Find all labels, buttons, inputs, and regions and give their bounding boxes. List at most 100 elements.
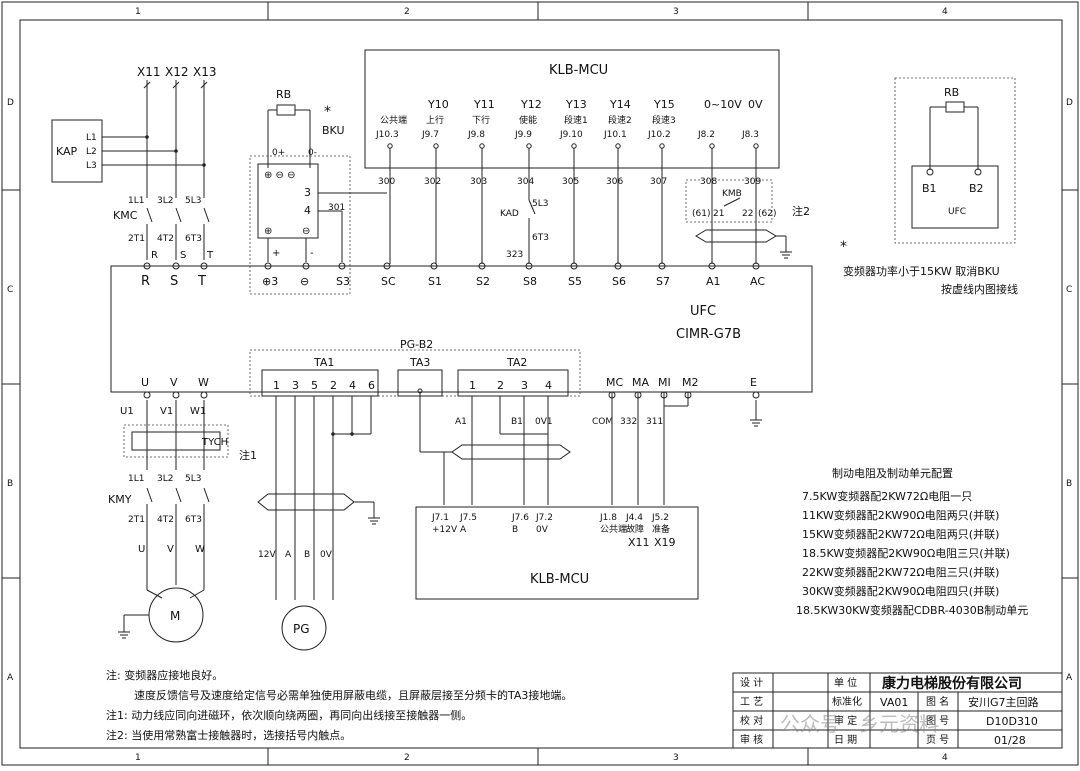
mcu-bottom-pin: J7.1 [431, 513, 449, 523]
pg-b2-wiring: PG 12V A B 0V A1 B1 0V1 COM 332 311 [257, 392, 762, 651]
mcu-top-signal: Y14 [609, 98, 631, 111]
mcu-top: KLB-MCU [364, 49, 780, 169]
ta2-pin: 4 [545, 379, 552, 392]
motor-out-label: V1 [160, 406, 173, 417]
kmb-relay: KMB (61) 21 22 (62) 注2 [685, 179, 810, 259]
mcu-top-terminal [615, 143, 621, 149]
brake-config: 制动电阻及制动单元配置 7.5KW变频器配2KW72Ω电阻一只 11KW变频器配… [796, 467, 1028, 617]
inverter-top-terminal [383, 262, 391, 270]
bku-t4: 4 [304, 204, 311, 217]
tb-rev-label: 审 定 [834, 714, 857, 727]
bku-plus: + [272, 248, 280, 259]
mcu-top-desc: 段速2 [608, 114, 632, 126]
mcu-bottom-terminals: J7.1+12VJ7.5AJ7.6BJ7.20VJ1.8公共端J4.4故障X11… [431, 513, 676, 549]
mcu-top-terminal [753, 143, 759, 149]
mcu-top-pin: J10.1 [603, 130, 627, 140]
pg-wire-label: 0V [320, 550, 333, 560]
ta3-label: TA3 [409, 356, 430, 369]
inverter-top-terminal [302, 262, 310, 270]
mcu-top-pin: J9.10 [559, 130, 583, 140]
kmb-p22: 22 [742, 209, 753, 219]
tb-no-label: 图 号 [926, 715, 949, 727]
mcu-top-pin: J10.2 [647, 130, 671, 140]
mcu-top-pin: J8.2 [697, 130, 715, 140]
kmb-label: KMB [722, 189, 742, 199]
tych-zone [123, 424, 229, 458]
note-1-marker: 注1 [239, 448, 257, 462]
mcu-top-signal: 0V [748, 98, 763, 111]
kmy-top-label: 1L1 [128, 474, 144, 484]
mcu-bottom-box [415, 506, 699, 600]
ta1-pin: 3 [292, 379, 299, 392]
mcu-top-desc: 段速3 [652, 114, 676, 126]
kmc-bot-label: 2T1 [128, 234, 145, 244]
bku-box [257, 163, 319, 239]
inverter-top-label: S7 [656, 275, 670, 288]
mcu-top-pin: J9.7 [421, 130, 439, 140]
ta2-pin: 1 [469, 379, 476, 392]
mcu-top-pin: J9.8 [467, 130, 485, 140]
inverter-top-label: R [141, 274, 150, 289]
notes: 注: 变频器应接地良好。 速度反馈信号及速度给定信号必需单独使用屏蔽电缆，且屏蔽… [106, 668, 572, 742]
pg-label: PG [293, 622, 310, 636]
inverter-bottom-terminal [172, 391, 180, 399]
brake-config-line: 22KW变频器配2KW72Ω电阻三只(并联) [802, 565, 999, 579]
col-marker: 2 [404, 7, 410, 17]
ta1-pin: 1 [273, 379, 280, 392]
row-marker: B [1066, 479, 1072, 489]
col-marker: 1 [135, 7, 141, 17]
pg-mid-label: 332 [620, 417, 637, 427]
mcu-top-pin: J8.3 [741, 130, 759, 140]
kmc-rst: T [206, 250, 214, 261]
tb-no-val: D10D310 [986, 715, 1038, 728]
inverter-bottom-terminal [752, 391, 760, 399]
mcu-top-terminal [479, 143, 485, 149]
mcu-bottom-signal: X11 [628, 536, 650, 549]
mcu-top-wire-no: 309 [744, 177, 761, 187]
row-marker: D [7, 98, 14, 108]
mcu-top-desc: 上行 [426, 114, 444, 126]
kad-wire: 323 [506, 250, 523, 260]
mcu-top-wire-no: 306 [606, 177, 623, 187]
mcu-top-wire-no: 308 [700, 177, 717, 187]
pg-mid-label: 311 [646, 417, 663, 427]
mcu-bottom-pin: J1.8 [599, 513, 617, 523]
ta1-pin: 6 [368, 379, 375, 392]
row-marker: C [7, 285, 13, 295]
bku-t3: 3 [304, 186, 311, 199]
pg-b2-title: PG-B2 [400, 338, 433, 351]
inverter-top-terminal [570, 262, 578, 270]
svg-text:⊕: ⊕ [264, 226, 272, 237]
kmc-top-label: 5L3 [185, 196, 201, 206]
brake-config-line: 30KW变频器配2KW90Ω电阻四只(并联) [802, 584, 999, 598]
mcu-top-wire-no: 300 [378, 177, 395, 187]
mcu-top-terminal [526, 143, 532, 149]
kad-label: KAD [500, 209, 519, 219]
motor-label: M [170, 609, 180, 623]
mcu-top-desc: 公共端 [380, 114, 407, 126]
mcu-bottom-pin: J4.4 [625, 513, 643, 523]
row-marker: C [1066, 285, 1072, 295]
row-marker: A [1066, 673, 1073, 683]
mcu-top-desc: 使能 [519, 114, 537, 126]
row-marker: B [7, 479, 13, 489]
kmc-label: KMC [113, 209, 138, 222]
inverter-top-label: S [170, 274, 178, 289]
pg-wire-label: B [304, 550, 310, 560]
kmc-contactor: KMC 1L1 3L2 5L3 2T1 4T2 6T3 R S T [113, 196, 214, 261]
kmy-top-label: 5L3 [185, 474, 201, 484]
mcu-top-signal: Y10 [427, 98, 449, 111]
inverter-model: CIMR-G7B [676, 327, 741, 342]
mcu-top-wire-no: 303 [470, 177, 487, 187]
kad-relay: KAD 5L3 6T3 323 [500, 199, 549, 260]
inverter-bottom-label: E [750, 376, 757, 389]
row-marker: D [1066, 98, 1073, 108]
phase-label: X13 [193, 65, 217, 79]
tych-core [131, 431, 221, 451]
brake-config-line: 18.5KW变频器配2KW90Ω电阻三只(并联) [802, 546, 1010, 560]
star-note-star: * [840, 239, 847, 255]
inset-label: UFC [948, 207, 966, 217]
